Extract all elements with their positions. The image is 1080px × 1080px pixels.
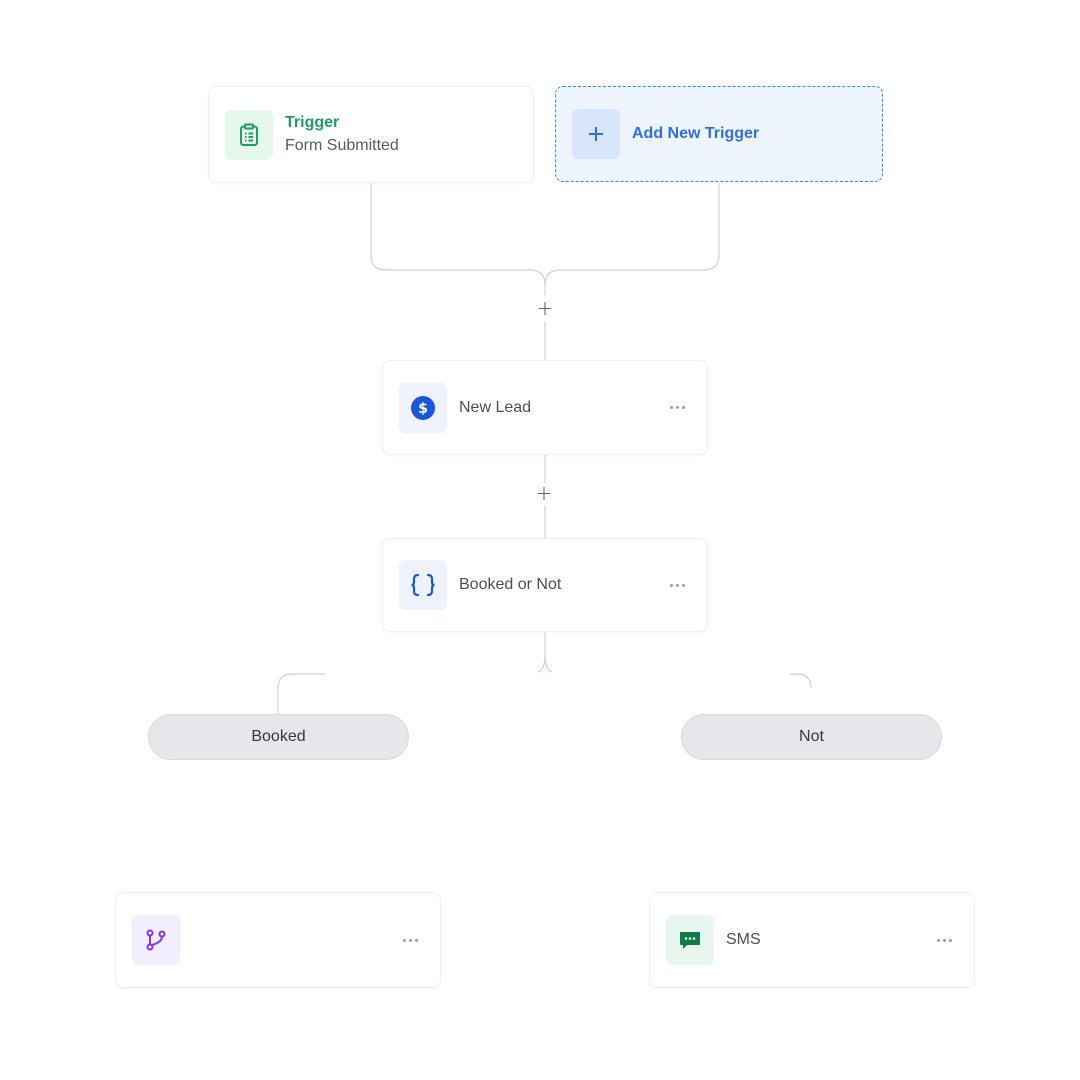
git-branch-icon [132, 915, 180, 965]
step-label: SMS [726, 931, 761, 948]
add-new-trigger-label: Add New Trigger [632, 125, 760, 142]
curly-braces-icon [399, 560, 447, 610]
trigger-node[interactable]: Trigger Form Submitted [208, 86, 534, 183]
trigger-title: Trigger [285, 114, 340, 131]
dollar-circle-icon: $ [399, 382, 447, 433]
step-node-sms[interactable]: SMS [649, 892, 975, 988]
more-options-button[interactable] [930, 930, 958, 950]
more-options-button[interactable] [396, 930, 424, 950]
branch-booked[interactable]: Booked [148, 714, 409, 760]
svg-text:$: $ [418, 401, 428, 417]
step-label: New Lead [459, 398, 532, 416]
add-step-button[interactable]: + [535, 481, 553, 505]
clipboard-icon [225, 109, 273, 160]
more-options-button[interactable] [663, 575, 691, 595]
trigger-subtitle: Form Submitted [285, 137, 399, 154]
step-node-booked-or-not[interactable]: Booked or Not [382, 538, 708, 632]
branch-not[interactable]: Not [681, 714, 942, 760]
chat-message-icon [666, 915, 714, 965]
plus-icon [572, 109, 620, 159]
step-node-new-lead[interactable]: $ New Lead [382, 360, 708, 455]
step-node-branch[interactable] [115, 892, 441, 988]
trigger-text: Trigger Form Submitted [285, 114, 399, 155]
add-new-trigger-button[interactable]: Add New Trigger [555, 86, 883, 182]
step-label: Booked or Not [459, 576, 562, 593]
more-options-button[interactable] [663, 398, 691, 418]
add-step-button[interactable]: + [536, 296, 554, 320]
